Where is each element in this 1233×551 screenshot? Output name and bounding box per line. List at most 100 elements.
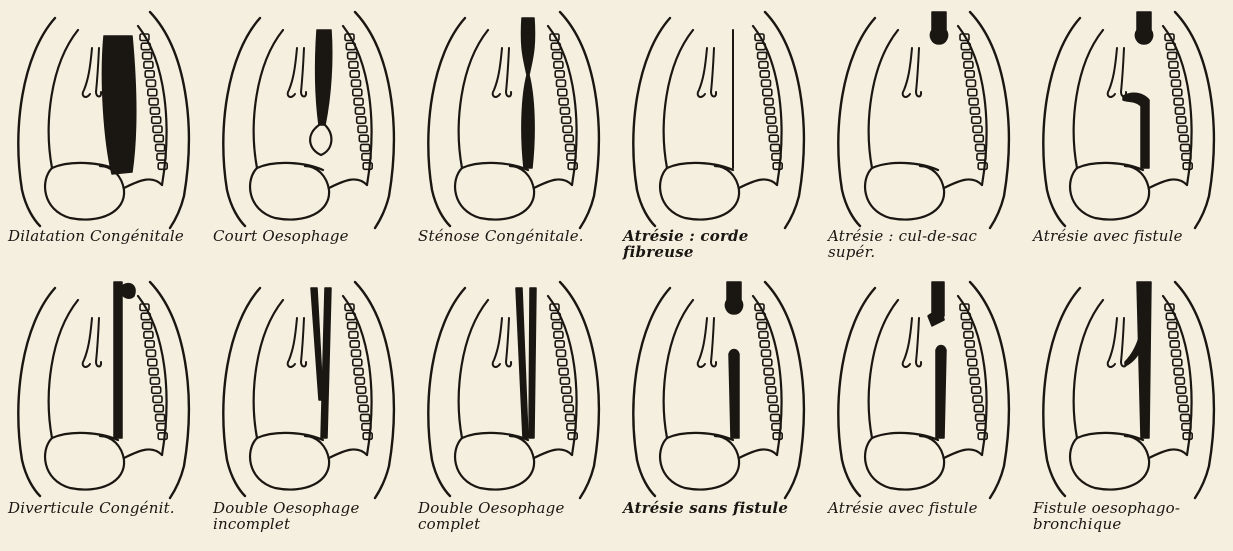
vertebra bbox=[758, 52, 767, 59]
trachea-left bbox=[83, 48, 92, 97]
diaphragm-right bbox=[944, 179, 982, 188]
vertebra bbox=[350, 71, 359, 78]
vertebra bbox=[564, 135, 573, 142]
vertebra bbox=[1174, 98, 1183, 105]
upper-segment bbox=[932, 282, 944, 316]
stomach-outline bbox=[1070, 166, 1149, 220]
stomach-outline bbox=[250, 166, 329, 220]
diaphragm-line bbox=[462, 163, 528, 170]
vertebra bbox=[144, 62, 153, 69]
vertebra bbox=[1177, 117, 1186, 124]
vertebra bbox=[1174, 368, 1183, 375]
diaphragm-line bbox=[257, 163, 323, 170]
esophagus-dilated bbox=[102, 36, 135, 174]
vertebra bbox=[566, 414, 575, 421]
trachea-left bbox=[83, 318, 92, 367]
esophagus-short bbox=[316, 30, 332, 125]
vertebra bbox=[1172, 80, 1181, 87]
vertebra bbox=[769, 135, 778, 142]
lower-segment bbox=[936, 346, 946, 439]
vertebra bbox=[560, 108, 569, 115]
stomach-outline bbox=[455, 436, 534, 490]
vertebra bbox=[1178, 126, 1187, 133]
caption-double-complet: Double Oesophage complet bbox=[418, 500, 613, 532]
thorax-inner-left bbox=[459, 300, 488, 438]
thorax-inner-left bbox=[459, 30, 488, 168]
vertebra bbox=[150, 108, 159, 115]
diagram-stenose bbox=[410, 0, 615, 230]
vertebra bbox=[145, 341, 154, 348]
vertebra bbox=[358, 126, 367, 133]
vertebra bbox=[563, 396, 572, 403]
vertebra bbox=[557, 80, 566, 87]
vertebra bbox=[768, 396, 777, 403]
vertebra bbox=[562, 117, 571, 124]
diaphragm-line bbox=[872, 433, 938, 440]
fistula-upper bbox=[928, 313, 944, 326]
diaphragm-right bbox=[1149, 179, 1187, 188]
vertebra bbox=[359, 135, 368, 142]
esophagus-left bbox=[516, 288, 528, 438]
diagram-double-incomplet bbox=[205, 270, 410, 500]
panel-stenose: Sténose Congénitale. bbox=[410, 0, 615, 275]
diverticulum bbox=[122, 284, 135, 299]
vertebra bbox=[1168, 52, 1177, 59]
vertebra bbox=[152, 387, 161, 394]
trachea-left bbox=[288, 318, 297, 367]
esophagus-branch-right bbox=[321, 288, 331, 438]
vertebra bbox=[771, 144, 780, 151]
caption-corde: Atrésie : corde fibreuse bbox=[623, 228, 818, 260]
trachea-right bbox=[96, 48, 101, 97]
panel-corde: Atrésie : corde fibreuse bbox=[615, 0, 820, 275]
diaphragm-right bbox=[329, 449, 367, 458]
vertebra bbox=[559, 368, 568, 375]
vertebra bbox=[973, 396, 982, 403]
vertebra bbox=[154, 405, 163, 412]
vertebra bbox=[969, 368, 978, 375]
thorax-outer-right bbox=[1175, 282, 1214, 498]
diagram-atresie-fistule-2 bbox=[820, 270, 1025, 500]
vertebra bbox=[967, 80, 976, 87]
trachea-left bbox=[698, 48, 707, 97]
caption-culdesac: Atrésie : cul-de-sac supér. bbox=[828, 228, 1023, 260]
trachea-left bbox=[1108, 318, 1117, 367]
vertebra bbox=[963, 322, 972, 329]
diaphragm-line bbox=[667, 163, 733, 170]
vertebra bbox=[763, 359, 772, 366]
panel-dilatation: Dilatation Congénitale bbox=[0, 0, 205, 275]
esophagus bbox=[114, 282, 122, 438]
vertebra bbox=[1173, 89, 1182, 96]
thorax-outer-right bbox=[1175, 12, 1214, 228]
trachea-right bbox=[1121, 318, 1126, 367]
thorax-inner-left bbox=[664, 30, 693, 168]
vertebra bbox=[554, 62, 563, 69]
vertebra bbox=[564, 405, 573, 412]
vertebra bbox=[972, 117, 981, 124]
thorax-outer-right bbox=[765, 282, 804, 498]
trachea-right bbox=[711, 48, 716, 97]
thorax-outer-right bbox=[150, 12, 189, 228]
stomach-outline bbox=[865, 166, 944, 220]
vertebra bbox=[559, 98, 568, 105]
vertebra bbox=[1179, 405, 1188, 412]
thorax-outer-right bbox=[560, 12, 599, 228]
vertebra bbox=[965, 341, 974, 348]
vertebra bbox=[147, 80, 156, 87]
thorax-inner-left bbox=[49, 300, 78, 438]
vertebra bbox=[555, 341, 564, 348]
vertebra bbox=[968, 89, 977, 96]
vertebra bbox=[973, 126, 982, 133]
vertebra bbox=[759, 332, 768, 339]
trachea-left bbox=[903, 318, 912, 367]
diaphragm-line bbox=[462, 433, 528, 440]
panel-court: Court Oesophage bbox=[205, 0, 410, 275]
vertebra bbox=[558, 359, 567, 366]
vertebra bbox=[965, 71, 974, 78]
esophagus-right bbox=[529, 288, 536, 438]
vertebra bbox=[974, 135, 983, 142]
caption-atresie-fistule-2: Atrésie avec fistule bbox=[828, 500, 1023, 516]
vertebra bbox=[963, 52, 972, 59]
vertebra bbox=[1175, 108, 1184, 115]
vertebra bbox=[1168, 322, 1177, 329]
vertebra bbox=[147, 350, 156, 357]
